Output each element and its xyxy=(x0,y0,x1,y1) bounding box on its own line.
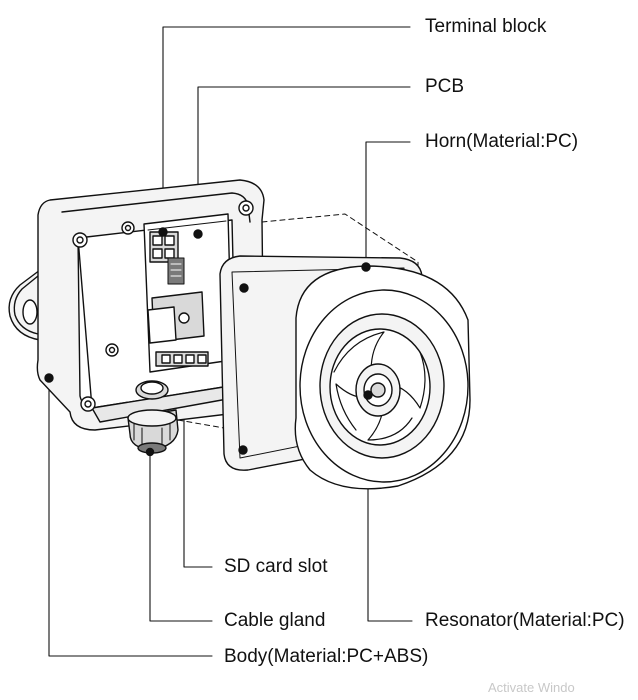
os-activation-watermark: Activate Windo xyxy=(488,680,575,695)
resonator xyxy=(355,363,401,417)
mounting-ear xyxy=(8,269,41,341)
terminal-block xyxy=(149,231,179,263)
label-pcb: PCB xyxy=(425,76,465,97)
leader-cable-gland xyxy=(149,451,213,622)
leader-pcb xyxy=(197,86,411,233)
horn-assembly xyxy=(219,255,471,490)
label-terminal-block: Terminal block xyxy=(425,16,547,37)
terminal-anchor-dot xyxy=(158,227,168,237)
label-horn: Horn(Material:PC) xyxy=(425,131,579,152)
label-cable-gland: Cable gland xyxy=(224,610,326,631)
leader-horn xyxy=(365,141,411,268)
leader-body xyxy=(48,377,213,657)
cable-gland xyxy=(127,409,179,457)
label-resonator: Resonator(Material:PC) xyxy=(425,610,625,631)
label-body: Body(Material:PC+ABS) xyxy=(224,646,429,667)
label-sd-card-slot: SD card slot xyxy=(224,556,328,577)
sd-card-slot xyxy=(147,291,205,344)
leader-terminal-block xyxy=(162,26,411,233)
pcb xyxy=(143,213,233,373)
body-anchor-dot xyxy=(44,373,54,383)
